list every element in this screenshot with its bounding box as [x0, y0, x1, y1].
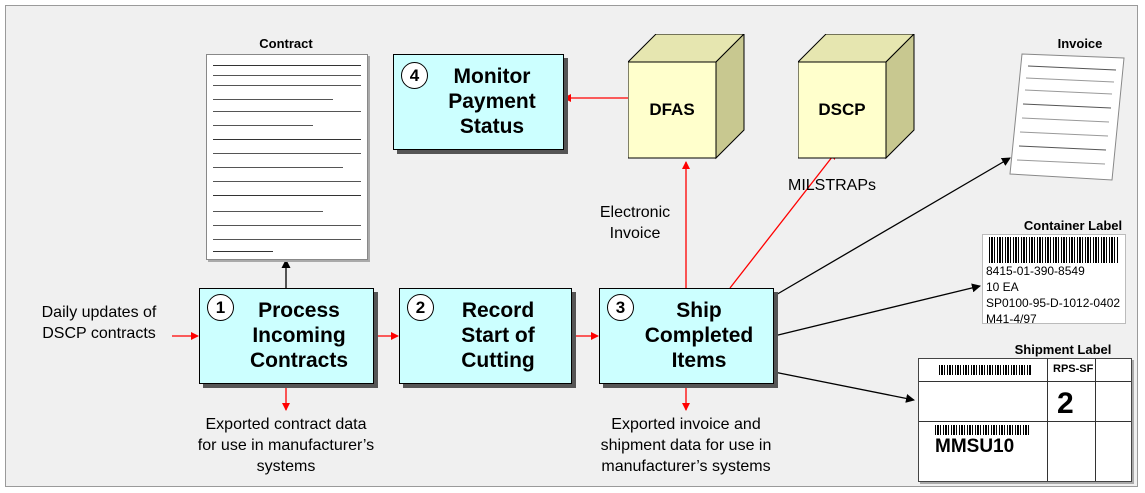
exported-invoice-label: Exported invoice and shipment data for u… [600, 416, 772, 475]
process-title-3: Ship Completed Items [644, 299, 754, 372]
process-title-2: Record Start of Cutting [461, 299, 535, 372]
process-box-2: 2 Record Start of Cutting [399, 288, 572, 384]
arrow-3-to-invoice [773, 157, 1011, 297]
process-title-4: Monitor Payment Status [448, 65, 536, 138]
step-number-1: 1 [207, 294, 234, 321]
dfas-cube [628, 34, 745, 160]
shipment-digit: 2 [1057, 387, 1074, 420]
exported-contract-label: Exported contract data for use in manufa… [197, 416, 375, 475]
arrow-3-to-dscp [729, 151, 837, 289]
dscp-cube [798, 34, 915, 160]
shipment-code: RPS-SF [1053, 363, 1094, 375]
container-barcode [989, 237, 1119, 263]
container-label-title: Container Label [1023, 218, 1123, 233]
shipment-barcode-top [939, 365, 1031, 375]
milstraps-label: MILSTRAPs [788, 177, 877, 194]
step-number-3: 3 [607, 294, 634, 321]
dfas-label: DFAS [649, 100, 695, 119]
process-box-4: 4 Monitor Payment Status [393, 54, 564, 150]
step-number-2: 2 [407, 294, 434, 321]
step-number-4: 4 [401, 62, 428, 89]
invoice-document-image [1009, 53, 1125, 181]
container-label-text: 8415-01-390-8549 10 EA SP0100-95-D-1012-… [986, 264, 1121, 326]
shipment-big-code: MMSU10 [935, 436, 1015, 457]
arrow-3-to-shipment [773, 371, 915, 403]
shipment-label-title: Shipment Label [1014, 342, 1112, 357]
arrow-3-to-container [773, 283, 981, 337]
daily-updates-label: Daily updates of DSCP contracts [41, 304, 157, 342]
contract-document-image [206, 54, 368, 260]
invoice-title: Invoice [1057, 36, 1103, 51]
shipment-barcode-bottom [935, 425, 1031, 435]
electronic-invoice-label: Electronic Invoice [599, 204, 671, 242]
contract-title: Contract [259, 36, 313, 51]
process-title-1: Process Incoming Contracts [249, 299, 349, 372]
process-box-3: 3 Ship Completed Items [599, 288, 774, 384]
shipment-label-image: RPS-SF 2 MMSU10 [918, 358, 1132, 482]
container-label-image [982, 234, 1126, 324]
process-box-1: 1 Process Incoming Contracts [199, 288, 374, 384]
dscp-label: DSCP [818, 100, 866, 119]
